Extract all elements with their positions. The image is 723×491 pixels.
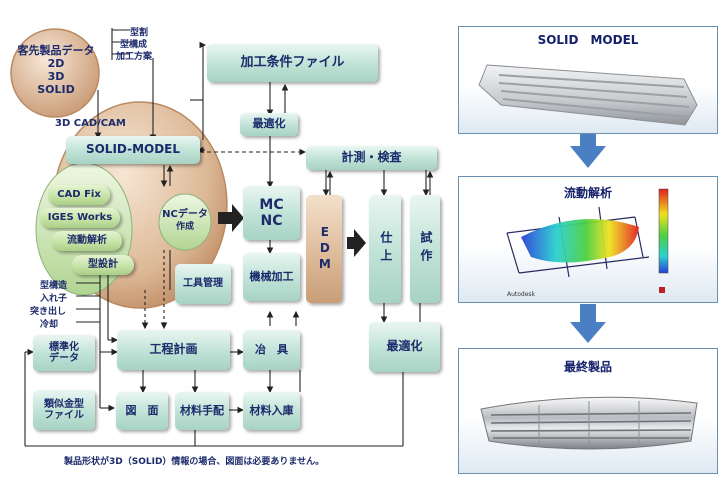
customer-data: 客先製品データ 2D 3D SOLID: [17, 44, 95, 96]
panel-flow-analysis-title: 流動解析: [563, 186, 612, 200]
footnote: 製品形状が3D（SOLID）情報の場合、図面は必要ありません。: [64, 457, 325, 467]
trial-production-box: 試作: [410, 195, 440, 303]
edm-box: EDM: [306, 195, 342, 303]
cad-cam-label: 3D CAD/CAM: [55, 118, 126, 129]
panel-flow-analysis: 流動解析: [458, 176, 718, 303]
note-insert: 入れ子: [40, 294, 68, 304]
finishing-box: 仕上: [369, 195, 401, 303]
note-cooling: 冷却: [40, 320, 59, 330]
panel-solid-model: SOLID MODEL: [458, 26, 718, 134]
flow-analysis-box: 流動解析: [52, 231, 122, 251]
panel-final-product: 最終製品: [458, 348, 718, 474]
machining-box: 機械加工: [243, 253, 300, 301]
material-receipt-box: 材料入庫: [243, 392, 300, 430]
cad-fix-box: CAD Fix: [48, 185, 110, 205]
tool-management-box: 工具管理: [175, 264, 231, 304]
jig-box: 冶 具: [243, 330, 300, 370]
solid-model-box: SOLID-MODEL: [66, 136, 200, 164]
nc-data-label: NCデータ 作成: [162, 209, 208, 232]
similar-mold-file-box: 類似金型ファイル: [33, 390, 95, 430]
processing-condition-file-box: 加工条件ファイル: [207, 44, 378, 82]
note-mold-construction: 型構造: [40, 281, 68, 291]
note-mold-split: 型割: [130, 28, 149, 38]
optimize-bottom-box: 最適化: [369, 322, 440, 372]
iges-works-box: IGES Works: [40, 208, 120, 228]
flow-analysis-image: [506, 188, 669, 293]
customer-data-circle: [10, 28, 100, 118]
note-ejector: 突き出し: [30, 307, 67, 317]
standard-data-box: 標準化データ: [33, 335, 95, 371]
note-machining-plan: 加工方案: [116, 52, 153, 62]
autodesk-brand: Autodesk: [507, 291, 536, 298]
note-mold-structure: 型構成: [120, 40, 148, 50]
optimize-top-box: 最適化: [240, 113, 298, 136]
panel-solid-model-title: SOLID MODEL: [537, 33, 639, 47]
drawing-box: 図 面: [116, 392, 168, 430]
solid-model-image: [478, 64, 698, 126]
mold-design-box: 型設計: [72, 255, 134, 275]
measurement-inspection-box: 計測・検査: [306, 146, 437, 170]
material-arrange-box: 材料手配: [175, 392, 229, 430]
final-product-image: [480, 396, 698, 450]
panel-final-product-title: 最終製品: [563, 360, 612, 374]
process-plan-box: 工程計画: [117, 330, 230, 370]
